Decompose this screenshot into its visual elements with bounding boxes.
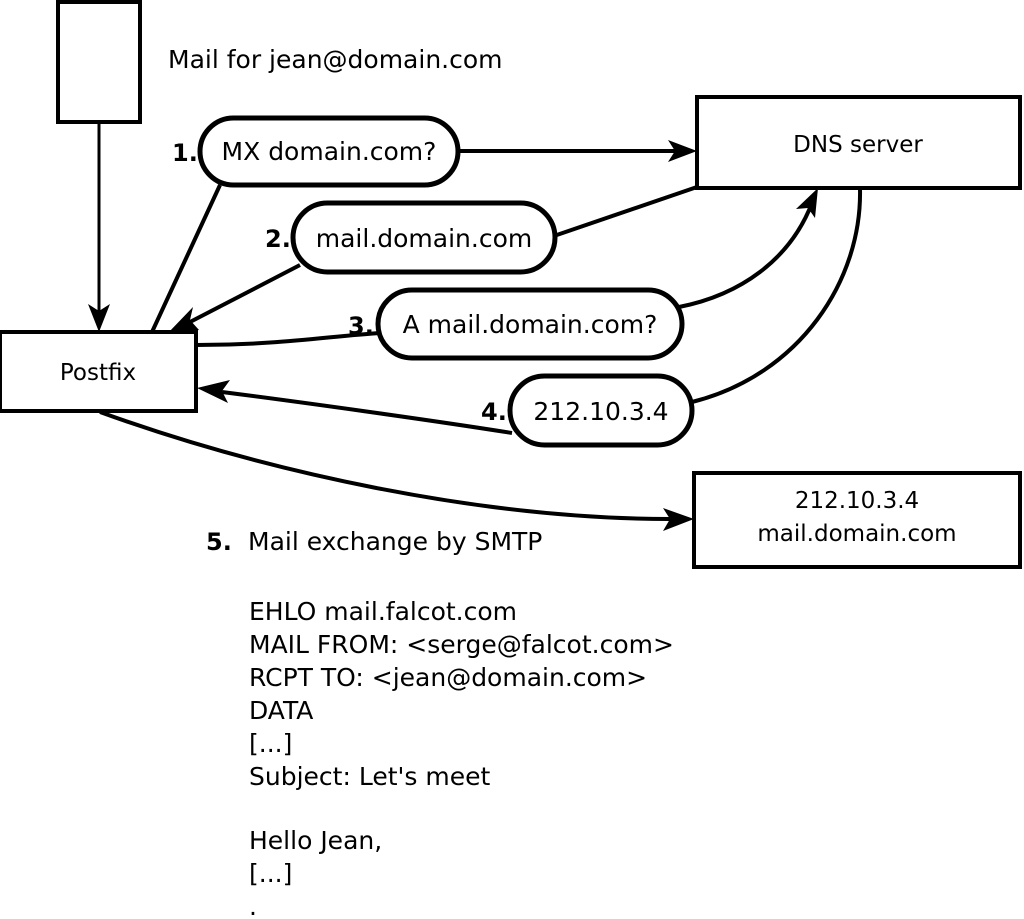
smtp-line-ehlo: EHLO mail.falcot.com: [249, 597, 517, 626]
node-dns-server-label: DNS server: [793, 132, 923, 158]
node-mail-server-hostname: mail.domain.com: [757, 521, 956, 547]
edge-postfix-to-mailserver: [99, 410, 694, 531]
step-3-label: A mail.domain.com?: [403, 310, 658, 339]
smtp-line-data: DATA: [249, 696, 313, 725]
step-4-number: 4.: [481, 398, 507, 426]
step-5-label: Mail exchange by SMTP: [248, 527, 542, 556]
node-mail-server-ip: 212.10.3.4: [795, 488, 919, 514]
caption-mail-for: Mail for jean@domain.com: [168, 45, 503, 74]
step-3-number: 3.: [348, 312, 374, 340]
edge-postfix-to-step3: [195, 331, 382, 347]
node-postfix[interactable]: Postfix: [0, 330, 198, 413]
step-1-bubble[interactable]: MX domain.com?: [197, 115, 461, 188]
step-3-bubble[interactable]: A mail.domain.com?: [375, 287, 685, 361]
node-mail-server[interactable]: 212.10.3.4 mail.domain.com: [692, 471, 1022, 569]
smtp-line-end-of-message: .: [249, 892, 257, 919]
edge-step4-to-postfix: [197, 380, 513, 435]
edge-step1-tail-to-postfix: [150, 184, 222, 333]
edge-step1-to-dns: [458, 140, 697, 162]
smtp-line-ellipsis-2: [...]: [249, 859, 292, 888]
smtp-line-rcpt-to: RCPT TO: <jean@domain.com>: [249, 663, 647, 692]
step-2-bubble[interactable]: mail.domain.com: [290, 200, 558, 275]
node-mua-box: [56, 0, 142, 124]
smtp-line-subject: Subject: Let's meet: [249, 762, 490, 791]
step-1-number: 1.: [172, 139, 198, 167]
smtp-line-greeting: Hello Jean,: [249, 826, 382, 855]
node-postfix-label: Postfix: [60, 360, 136, 386]
step-1-label: MX domain.com?: [222, 137, 437, 166]
step-2-label: mail.domain.com: [316, 224, 532, 253]
step-2-number: 2.: [265, 225, 291, 253]
step-5-number: 5.: [206, 528, 232, 556]
step-4-label: 212.10.3.4: [533, 397, 668, 426]
smtp-line-ellipsis-1: [...]: [249, 729, 292, 758]
smtp-line-mail-from: MAIL FROM: <serge@falcot.com>: [249, 630, 674, 659]
edge-mua-to-postfix: [88, 122, 110, 332]
edge-step2-to-postfix: [168, 263, 301, 333]
edge-dns-to-step2: [547, 185, 698, 240]
edge-step3-to-dns: [678, 188, 818, 309]
edge-dns-to-step4: [691, 188, 863, 404]
node-dns-server[interactable]: DNS server: [695, 95, 1022, 190]
step-4-bubble[interactable]: 212.10.3.4: [507, 373, 695, 448]
